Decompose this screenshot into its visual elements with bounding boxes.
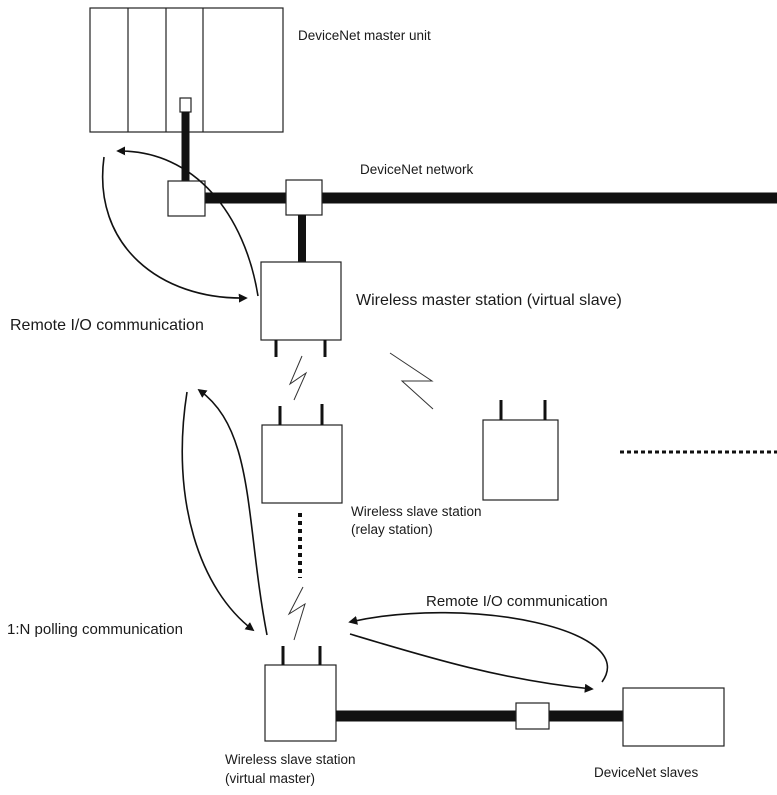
devicenet-master-unit: [89, 7, 284, 133]
polling-arrow-up: [197, 388, 268, 636]
remote-io-bottom-arrow-right: [349, 633, 594, 693]
tap-connector-1: [167, 180, 206, 217]
wireless-link-icon: [287, 586, 306, 641]
remote-io-arrow-down: [101, 156, 248, 303]
remote-io-left-label: Remote I/O communication: [10, 317, 204, 334]
master-unit-connector: [179, 97, 192, 113]
network-label: DeviceNet network: [360, 162, 474, 177]
devicenet-slaves-label: DeviceNet slaves: [594, 765, 699, 780]
wireless-slave-station: [482, 400, 559, 501]
remote-io-bottom-label: Remote I/O communication: [426, 593, 608, 610]
relay-station-label-line1: Wireless slave station: [351, 504, 482, 519]
master-unit-label: DeviceNet master unit: [298, 28, 431, 43]
wireless-link-icon: [389, 352, 434, 410]
relay-station-label-line2: (relay station): [351, 522, 433, 537]
wireless-master-station: [260, 261, 342, 357]
remote-io-arrow-up: [116, 146, 259, 297]
wireless-link-icon: [288, 355, 308, 401]
remote-io-bottom-arrow-left: [348, 611, 609, 683]
wireless-slave-relay-station: [261, 404, 343, 504]
wireless-master-label: Wireless master station (virtual slave): [356, 292, 622, 309]
polling-label: 1:N polling communication: [7, 621, 183, 638]
slave-tap-connector: [515, 702, 550, 730]
wireless-slave-virtual-master: [264, 646, 337, 742]
virtual-master-label-line2: (virtual master): [225, 771, 316, 786]
polling-arrow-down: [181, 391, 255, 632]
devicenet-slaves-box: [622, 687, 725, 747]
virtual-master-label-line1: Wireless slave station: [225, 752, 356, 767]
tap-connector-2: [285, 179, 323, 216]
